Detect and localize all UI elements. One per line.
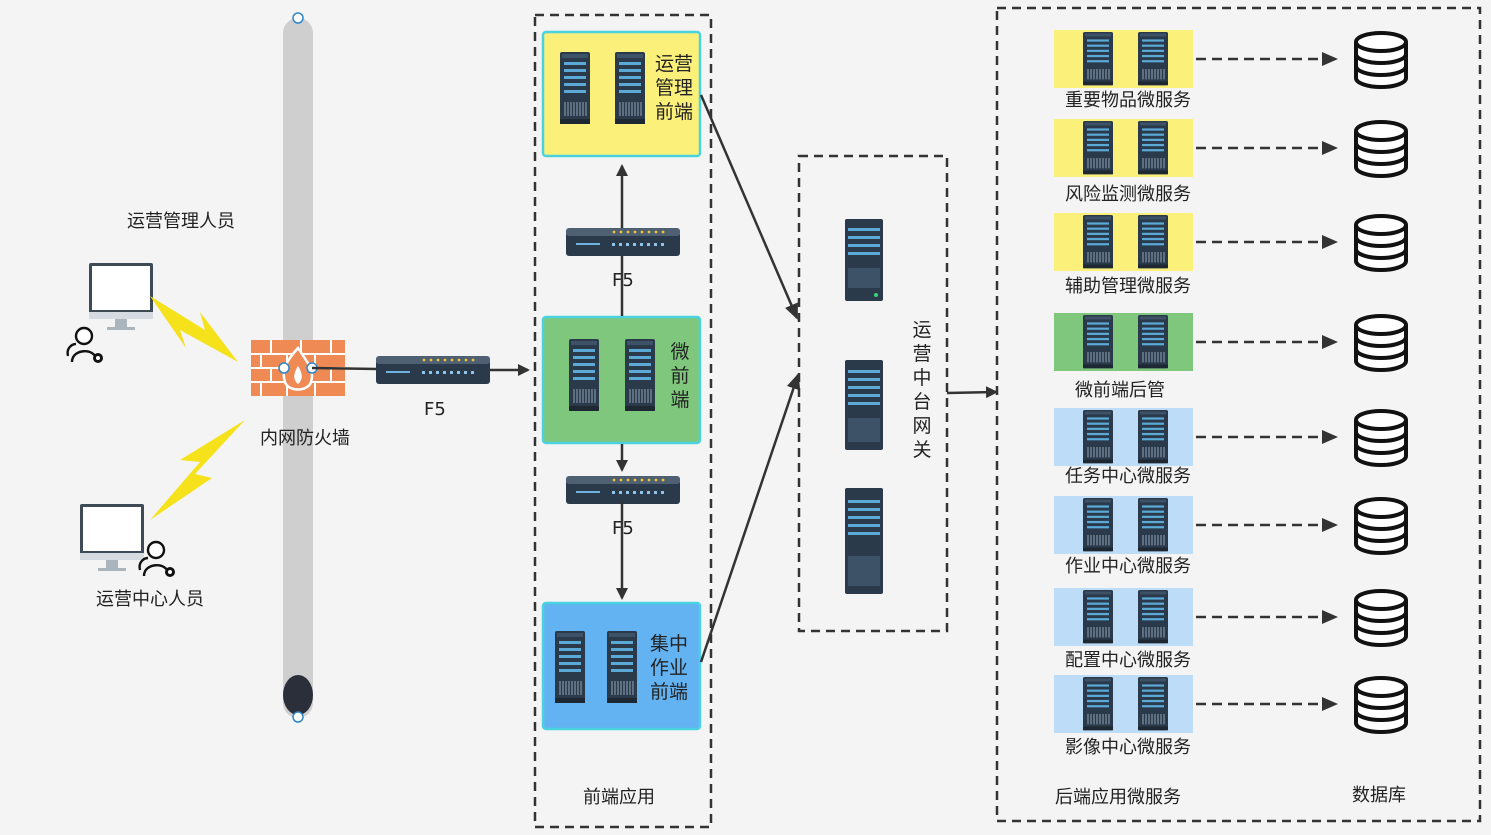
f5-label: F5	[424, 399, 446, 420]
f5-switch-bottom-icon	[566, 476, 680, 504]
ops-center-label: 运营中心人员	[96, 589, 204, 610]
service-label: 影像中心微服务	[1065, 737, 1191, 758]
database-icon	[1354, 589, 1408, 647]
service-label: 辅助管理微服务	[1065, 276, 1191, 297]
f5-top-label: F5	[612, 270, 634, 291]
f5-switch-top-icon	[566, 228, 680, 256]
monitor-icon	[89, 263, 153, 330]
person-gear-icon	[138, 540, 177, 579]
link-line	[311, 366, 379, 371]
f5-switch-icon	[376, 356, 490, 384]
database-icon	[1354, 120, 1408, 178]
database-group-label: 数据库	[1352, 785, 1406, 806]
arrow-central-ops-to-gateway	[699, 373, 801, 663]
service-box[interactable]	[1054, 213, 1193, 271]
central-ops-frontend-box[interactable]	[541, 601, 702, 731]
database-icon	[1354, 314, 1408, 372]
ops-mgmt-frontend-label: 运营管理前端	[655, 53, 694, 123]
database-icon	[1354, 31, 1408, 89]
service-label: 作业中心微服务	[1065, 556, 1191, 577]
ops-manager-label: 运营管理人员	[127, 211, 235, 232]
gateway-server-icon	[844, 218, 883, 301]
gateway-server-icon	[845, 488, 883, 594]
arrow-ops-mgmt-to-gateway	[699, 94, 799, 320]
micro-frontend-label: 微前端	[670, 341, 690, 411]
micro-frontend-box[interactable]	[541, 315, 702, 445]
service-box[interactable]	[1054, 30, 1193, 88]
frontend-group-label: 前端应用	[583, 787, 655, 808]
service-box[interactable]	[1054, 119, 1193, 177]
service-label: 重要物品微服务	[1065, 90, 1191, 111]
gateway-server-icon	[845, 360, 883, 450]
gateway-group-box	[797, 154, 949, 633]
arrow-gateway-to-backend	[946, 386, 998, 399]
service-label: 任务中心微服务	[1065, 466, 1191, 487]
lightning-bolt-icon	[150, 296, 238, 362]
gateway-label: 运营中台网关	[912, 319, 932, 461]
connector-dot	[278, 362, 290, 374]
service-box[interactable]	[1054, 408, 1193, 466]
database-icon	[1354, 214, 1408, 272]
lightning-bolt-icon	[150, 420, 245, 520]
f5-bottom-label: F5	[612, 518, 634, 539]
database-icon	[1354, 409, 1408, 467]
monitor-icon	[80, 504, 144, 571]
person-gear-icon	[66, 326, 105, 365]
service-label: 配置中心微服务	[1065, 650, 1191, 671]
service-box[interactable]	[1054, 313, 1193, 371]
service-box[interactable]	[1054, 675, 1193, 733]
database-icon	[1354, 497, 1408, 555]
central-ops-frontend-label: 集中作业前端	[650, 633, 689, 703]
firewall-label: 内网防火墙	[260, 428, 350, 449]
database-icon	[1354, 676, 1408, 734]
service-box[interactable]	[1054, 496, 1193, 554]
backend-group-box	[995, 6, 1482, 823]
service-box[interactable]	[1054, 588, 1193, 646]
service-label: 风险监测微服务	[1065, 184, 1191, 205]
backend-group-label: 后端应用微服务	[1055, 787, 1181, 808]
service-label: 微前端后管	[1075, 380, 1165, 401]
ops-mgmt-frontend-box[interactable]	[541, 30, 702, 158]
